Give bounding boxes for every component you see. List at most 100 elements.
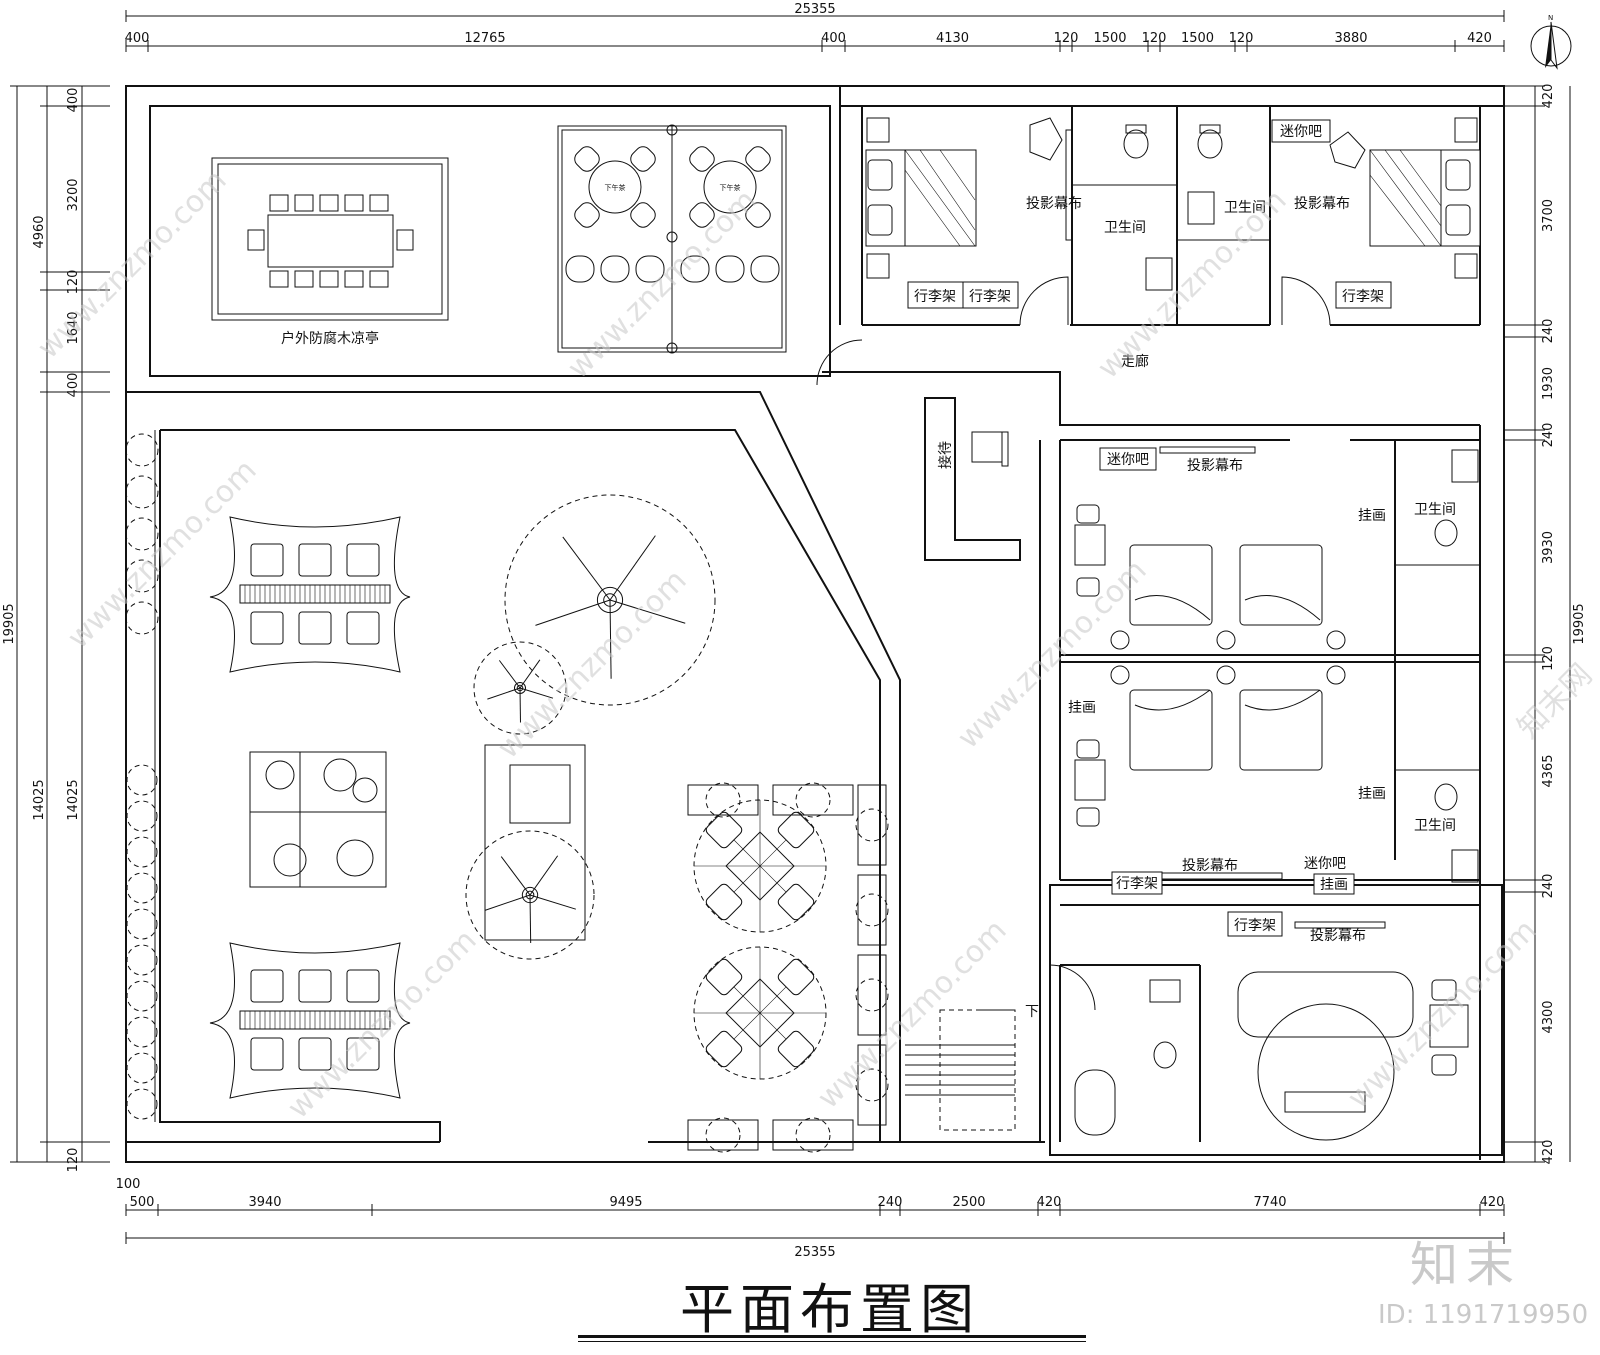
right-dim-1: 3700 [1541, 199, 1556, 232]
shrub [705, 1117, 741, 1153]
tree-branch [529, 855, 559, 896]
luggage-rack-label-1: 行李架 [914, 289, 956, 305]
top-dim-4: 120 [1054, 31, 1079, 46]
left-dim-14025b: 14025 [66, 779, 81, 820]
bottom-dim-6: 7740 [1253, 1195, 1286, 1210]
painting-label-1: 挂画 [1358, 508, 1386, 524]
planter [857, 1044, 887, 1126]
pavilion-chair [344, 194, 364, 212]
right-dim-8: 240 [1541, 874, 1556, 899]
pavilion-chair [269, 194, 289, 212]
shrub [126, 980, 158, 1012]
shrub [795, 782, 831, 818]
tea-sofa-seat [600, 255, 630, 283]
lounge-chair [346, 543, 380, 577]
pavilion-label: 户外防腐木凉亭 [281, 330, 379, 347]
right-dim-4: 240 [1541, 423, 1556, 448]
right-dim-10: 420 [1541, 1140, 1556, 1165]
tea-chair [574, 202, 600, 228]
lounge-chair [298, 543, 332, 577]
lounge-chair [346, 611, 380, 645]
cafe-chair [777, 958, 815, 996]
top-dim-1: 12765 [464, 31, 505, 46]
left-dim-120b: 120 [66, 1148, 81, 1173]
pavilion-chair [344, 270, 364, 288]
exterior-walls [125, 85, 1505, 1163]
planter [857, 874, 887, 946]
corridor-label: 走廊 [1121, 353, 1149, 370]
cafe-chair [705, 1030, 743, 1068]
tree-branch [535, 599, 611, 626]
shrub [125, 517, 159, 551]
top-dim-6: 120 [1142, 31, 1167, 46]
tea-chair [689, 202, 715, 228]
shrub [125, 433, 159, 467]
lounge-chair [298, 969, 332, 1003]
watermark-site-9: www.znzmo.com [1341, 913, 1544, 1116]
shrub [855, 978, 889, 1012]
tea-chair [630, 202, 656, 228]
shrub [126, 764, 158, 796]
tree-canopy [465, 830, 595, 960]
luggage-rack-label-4: 行李架 [1116, 876, 1158, 892]
tea-table [703, 160, 757, 214]
tea-table [588, 160, 642, 214]
projection-label-1: 投影幕布 [1026, 196, 1082, 212]
pavilion-chair [396, 229, 414, 251]
planter [772, 784, 854, 816]
minibar-label-2: 迷你吧 [1107, 452, 1149, 468]
tree-branch [609, 599, 612, 679]
shrub [125, 475, 159, 509]
pavilion-chair [269, 270, 289, 288]
watermark-site-3: www.znzmo.com [1091, 183, 1294, 386]
stairs: 下 [905, 1004, 1039, 1131]
planter [772, 1119, 854, 1151]
bottom-dim-4: 2500 [952, 1195, 985, 1210]
tea-table-label: 下午茶 [605, 183, 626, 192]
right-dim-2: 240 [1541, 319, 1556, 344]
tea-chair [574, 146, 600, 172]
top-dim-8: 120 [1229, 31, 1254, 46]
bottom-dim-2: 9495 [609, 1195, 642, 1210]
title-underline [578, 1335, 1086, 1338]
tea-sofa-seat [635, 255, 665, 283]
drawing-title: 平面布置图 [680, 1278, 980, 1341]
lounge-chair [250, 1037, 284, 1071]
tree-branch [519, 659, 541, 689]
projection-label-4: 投影幕布 [1182, 858, 1238, 874]
bottom-total-dim: 25355 [794, 1245, 835, 1260]
tree-branch [498, 660, 521, 689]
top-dim-2: 400 [821, 31, 846, 46]
tree-branch [562, 536, 611, 601]
suite-room: 行李架 投影幕布 [1049, 904, 1480, 1142]
painting-label-4: 挂画 [1320, 877, 1348, 893]
pavilion-chair [247, 229, 265, 251]
watermark-site-4: www.znzmo.com [61, 453, 264, 656]
shrub [705, 782, 741, 818]
pavilion-chair [319, 194, 339, 212]
right-dim-9: 4300 [1541, 1000, 1556, 1033]
sunshade [209, 942, 411, 1099]
tree-canopy [504, 494, 716, 706]
left-dim-3200: 3200 [66, 178, 81, 211]
luggage-rack-label-3: 行李架 [1342, 289, 1384, 305]
shrub [126, 872, 158, 904]
shrub [855, 1068, 889, 1102]
planter [857, 954, 887, 1036]
tea-sofa-seat [715, 255, 745, 283]
shrub [795, 1117, 831, 1153]
north-arrow-icon: N [1530, 14, 1572, 70]
tree-branch [609, 535, 656, 601]
tree-branch [529, 894, 532, 944]
shrub [126, 908, 158, 940]
bathroom-label-2: 卫生间 [1224, 200, 1266, 216]
watermark-id: ID: 1191719950 [1378, 1300, 1589, 1330]
right-dim-0: 420 [1541, 84, 1556, 109]
lounge-chair [250, 969, 284, 1003]
right-total-dim: 19905 [1572, 603, 1587, 644]
right-dim-6: 120 [1541, 646, 1556, 671]
left-dim-4960: 4960 [32, 215, 47, 248]
tree-branch [609, 599, 686, 624]
